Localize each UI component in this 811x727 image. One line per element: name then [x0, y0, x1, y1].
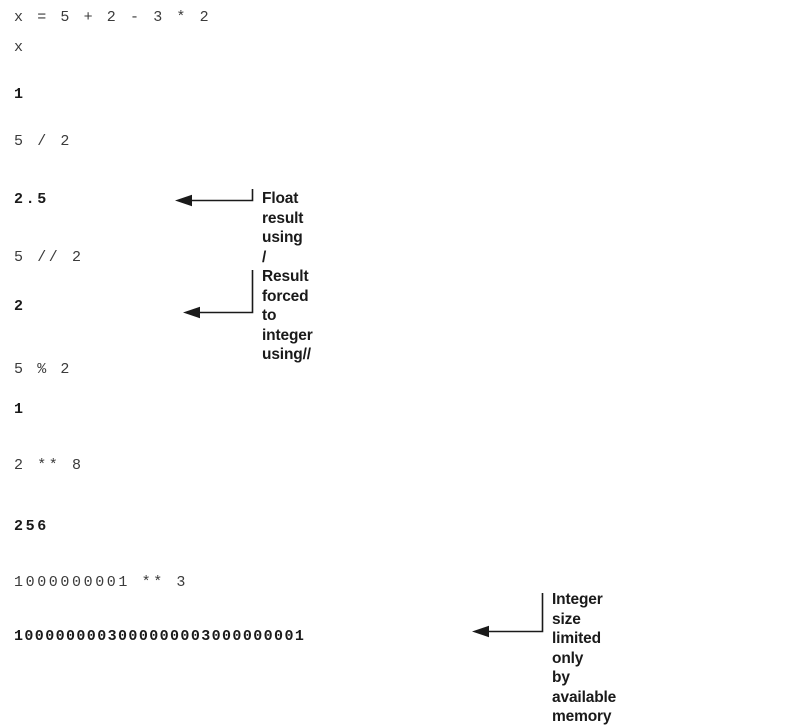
- code-line-floor-division: 5 // 2: [14, 249, 84, 266]
- code-line-echo-x: x: [14, 39, 26, 56]
- code-line-assignment: x = 5 + 2 - 3 * 2: [14, 9, 212, 26]
- callout-text-float-result: Float result using /: [262, 190, 304, 266]
- output-line-power-result: 256: [14, 518, 49, 535]
- code-line-power: 2 ** 8: [14, 457, 84, 474]
- output-line-x-value: 1: [14, 86, 26, 103]
- callout-leader-line-3: [470, 591, 554, 641]
- code-line-true-division: 5 / 2: [14, 133, 73, 150]
- callout-text-integer-forced: Result forced to integer using//: [262, 268, 313, 363]
- output-line-float-result: 2.5: [14, 191, 49, 208]
- output-line-integer-result: 2: [14, 298, 26, 315]
- output-line-big-integer: 1000000003000000003000000001: [14, 628, 306, 645]
- code-listing-figure: x = 5 + 2 - 3 * 2 x 1 5 / 2 2.5 5 // 2 2…: [14, 9, 616, 725]
- code-line-modulo: 5 % 2: [14, 361, 73, 378]
- callout-leader-line-2: [181, 268, 265, 322]
- output-line-modulo-result: 1: [14, 401, 26, 418]
- callout-leader-line-1: [173, 188, 257, 214]
- code-line-big-power: 1000000001 ** 3: [14, 574, 189, 591]
- callout-text-integer-size: Integer size limited only by available m…: [552, 591, 617, 725]
